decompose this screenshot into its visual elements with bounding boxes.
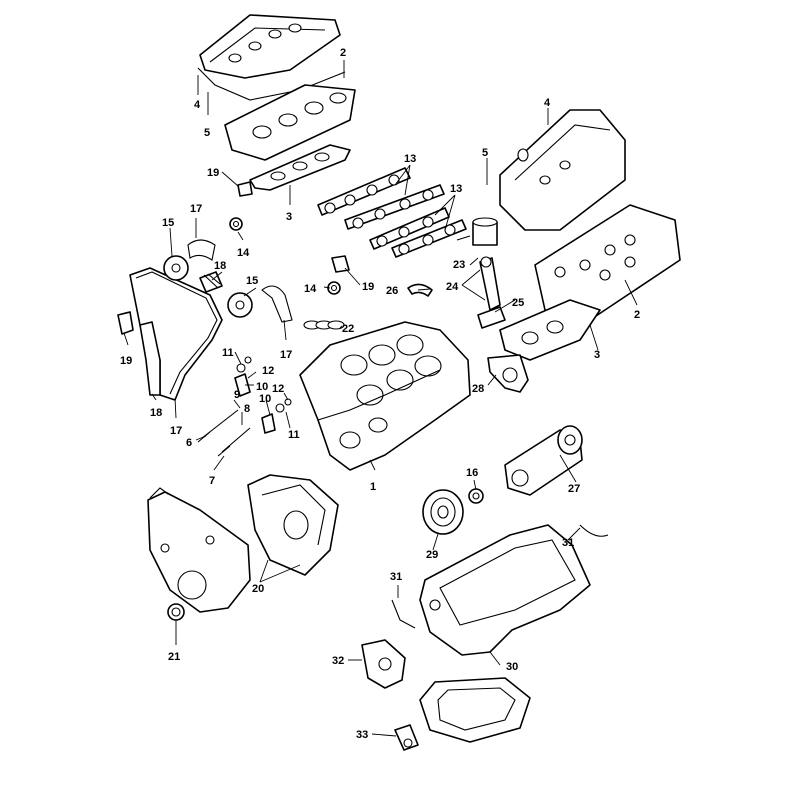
callout-labels: 1 2 2 3 3 4 4 5 5 6 7 8 9 10 10 11 11 12… — [120, 47, 640, 741]
cam-actuator[interactable] — [331, 255, 350, 273]
callout-33: 33 — [356, 729, 368, 741]
callout-27: 27 — [568, 483, 580, 495]
callout-4: 4 — [194, 99, 201, 111]
chain-guide-right[interactable] — [261, 285, 293, 323]
crankshaft[interactable] — [504, 425, 583, 496]
callout-32: 32 — [332, 655, 344, 667]
callout-13: 13 — [450, 183, 462, 195]
piston-rings[interactable] — [303, 320, 345, 330]
callout-18: 18 — [150, 407, 162, 419]
sprocket-right[interactable] — [227, 292, 253, 318]
callout-28: 28 — [472, 383, 484, 395]
callout-5: 5 — [204, 127, 210, 139]
callout-2: 2 — [634, 309, 640, 321]
callout-16: 16 — [466, 467, 478, 479]
valve-cover-right[interactable] — [499, 109, 626, 231]
callout-9: 9 — [234, 389, 240, 401]
camshafts[interactable] — [317, 167, 467, 258]
engine-block[interactable] — [299, 321, 471, 471]
callout-1: 1 — [370, 481, 376, 493]
callout-6: 6 — [186, 437, 192, 449]
oil-pan-upper[interactable] — [419, 524, 591, 656]
rear-main-seal[interactable] — [487, 354, 529, 393]
callout-26: 26 — [386, 285, 398, 297]
callout-31: 31 — [562, 537, 574, 549]
tensioner-bolt[interactable] — [199, 271, 223, 293]
callout-30: 30 — [506, 661, 518, 673]
callout-17: 17 — [190, 203, 202, 215]
callout-19: 19 — [362, 281, 374, 293]
callout-14: 14 — [304, 283, 317, 295]
valve-springs[interactable] — [234, 373, 276, 434]
piston[interactable] — [456, 217, 498, 246]
callout-31: 31 — [390, 571, 402, 583]
callout-11: 11 — [222, 347, 234, 359]
crank-pulley[interactable] — [422, 489, 464, 535]
callout-10: 10 — [259, 393, 271, 405]
callout-24: 24 — [446, 281, 459, 293]
callout-10: 10 — [256, 381, 268, 393]
cylinder-head-left[interactable] — [224, 84, 356, 161]
crank-sprocket[interactable] — [468, 488, 484, 504]
chain-guide-upper[interactable] — [187, 239, 216, 261]
callout-13: 13 — [404, 153, 416, 165]
callout-12: 12 — [272, 383, 284, 395]
sprocket-left[interactable] — [163, 255, 189, 281]
cylinder-head-right[interactable] — [534, 204, 681, 321]
chain-guide-left[interactable] — [139, 321, 161, 396]
head-gasket-left[interactable] — [249, 144, 351, 191]
callout-15: 15 — [246, 275, 258, 287]
oil-pump[interactable] — [361, 639, 406, 689]
chain-tensioner-left[interactable] — [117, 311, 134, 335]
callout-18: 18 — [214, 260, 226, 272]
callout-7: 7 — [209, 475, 215, 487]
callout-14: 14 — [237, 247, 250, 259]
callout-19: 19 — [207, 167, 219, 179]
callout-4: 4 — [544, 97, 551, 109]
bracket-19[interactable] — [237, 181, 253, 197]
valve-seals[interactable] — [244, 356, 292, 406]
connecting-rods[interactable] — [477, 256, 506, 329]
callout-17: 17 — [280, 349, 292, 361]
callout-3: 3 — [286, 211, 292, 223]
leader-lines — [123, 60, 638, 737]
callout-15: 15 — [162, 217, 174, 229]
front-crank-seal[interactable] — [167, 603, 185, 621]
oil-strainer[interactable] — [394, 724, 419, 751]
oil-pan-gasket-right[interactable] — [579, 524, 609, 537]
callout-29: 29 — [426, 549, 438, 561]
valve-cover-left[interactable] — [199, 14, 341, 79]
callout-20: 20 — [252, 583, 264, 595]
callout-11: 11 — [288, 429, 300, 441]
timing-cover-front[interactable] — [147, 487, 251, 613]
callout-25: 25 — [512, 297, 524, 309]
timing-cover-rear[interactable] — [247, 474, 339, 576]
callout-22: 22 — [342, 323, 354, 335]
oil-pan-lower[interactable] — [419, 677, 531, 743]
callout-17: 17 — [170, 425, 182, 437]
callout-3: 3 — [594, 349, 600, 361]
oil-pan-gasket-left[interactable] — [391, 599, 416, 629]
valve-cover-gasket-left[interactable] — [197, 67, 346, 101]
callout-2: 2 — [340, 47, 346, 59]
callout-19: 19 — [120, 355, 132, 367]
callout-5: 5 — [482, 147, 488, 159]
callout-23: 23 — [453, 259, 465, 271]
callout-12: 12 — [262, 365, 274, 377]
callout-21: 21 — [168, 651, 180, 663]
head-gasket-right[interactable] — [499, 299, 601, 361]
cam-seal-left[interactable] — [229, 217, 243, 231]
callout-8: 8 — [244, 403, 250, 415]
